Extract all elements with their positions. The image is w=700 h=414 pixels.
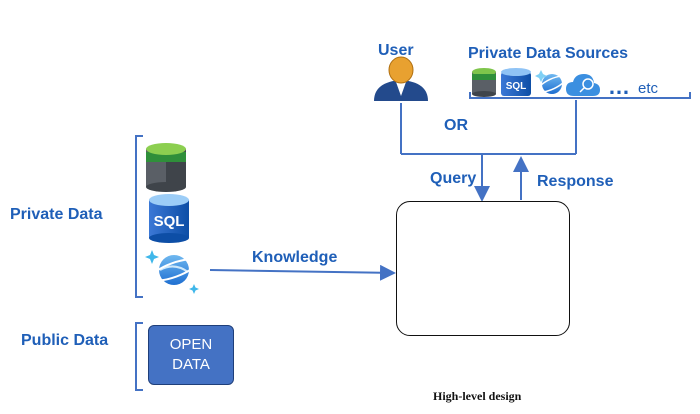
user-icon: [374, 56, 428, 101]
cosmos-db-icon: [145, 250, 199, 294]
ellipsis-label: …: [608, 74, 630, 99]
or-label: OR: [444, 117, 468, 134]
cosmos-db-icon-top: [535, 70, 567, 94]
public-data-bracket: [135, 322, 143, 391]
diagram-caption: High-level design: [433, 389, 522, 403]
public-data-label: Public Data: [21, 332, 109, 349]
etc-label: etc: [638, 80, 659, 97]
open-data-line1: OPEN: [169, 336, 213, 353]
open-data-line2: DATA: [172, 356, 210, 373]
or-connector: [400, 100, 577, 155]
user-label: User: [378, 42, 414, 59]
sql-database-icon: SQL: [149, 194, 189, 243]
private-sources-bracket: [469, 92, 691, 99]
sql-database-icon-top: SQL: [501, 68, 531, 96]
knowledge-label: Knowledge: [252, 249, 338, 266]
response-label: Response: [537, 173, 614, 190]
svg-text:SQL: SQL: [154, 213, 185, 230]
private-sources-label: Private Data Sources: [468, 45, 629, 62]
cloud-search-icon-top: [566, 74, 600, 96]
private-data-bracket: [135, 135, 143, 298]
knowledge-arrow: [209, 264, 396, 281]
query-label: Query: [430, 170, 477, 187]
open-data-box: OPEN DATA: [148, 325, 234, 385]
db-cylinder-icon: [146, 143, 186, 192]
svg-text:SQL: SQL: [506, 81, 527, 92]
private-data-label: Private Data: [10, 206, 103, 223]
llm-hub-box: [396, 201, 570, 336]
db-cylinder-icon-top: [472, 68, 496, 97]
